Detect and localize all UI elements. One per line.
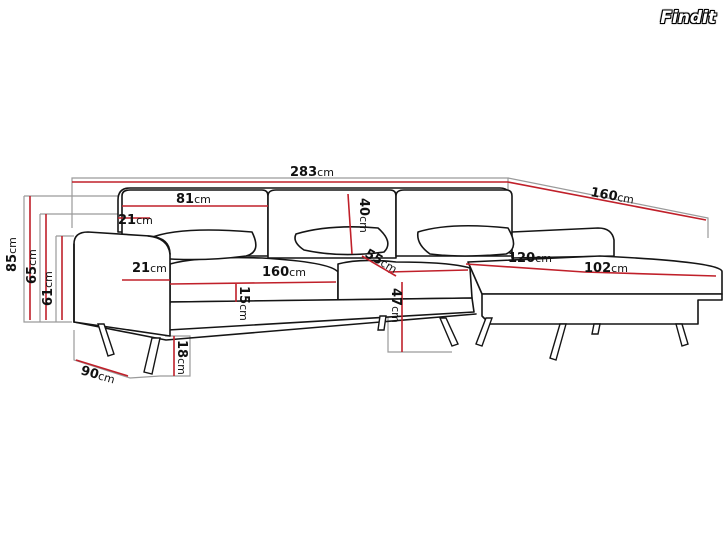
label-back-height: 65cm — [25, 249, 40, 284]
label-leg-height: 18cm — [174, 340, 189, 375]
leg-chaise-back — [475, 317, 493, 347]
line-90 — [75, 359, 129, 377]
label-total-depth: 90cm — [79, 363, 117, 387]
label-total-height: 85cm — [5, 237, 20, 272]
dimension-lines — [29, 181, 717, 377]
guide-total-depth — [73, 330, 131, 379]
label-back-cushion-width: 81cm — [176, 192, 211, 207]
label-chaise-width: 102cm — [584, 261, 628, 276]
line-chaise-160 — [507, 181, 707, 221]
seat-cushion-right — [337, 259, 473, 301]
armrest-left-front — [73, 231, 171, 337]
chaise-back-arm — [511, 227, 615, 259]
line-120 — [465, 263, 585, 273]
chaise-base — [481, 293, 723, 325]
label-armrest-width: 21cm — [132, 261, 167, 276]
leg-front-left — [143, 337, 161, 375]
line-seat-160 — [169, 281, 337, 285]
leg-back-middle — [377, 315, 387, 331]
guide-leg-height — [160, 335, 191, 377]
label-seat-cushion-height: 15cm — [236, 286, 251, 321]
guide-depth-end — [129, 375, 161, 379]
label-armrest-thickness-top: 21cm — [118, 213, 153, 228]
label-chaise-length: 160cm — [589, 185, 635, 207]
label-seat-height: 47cm — [388, 288, 403, 323]
line-seat-front — [387, 269, 469, 273]
chaise-seat — [467, 255, 723, 295]
guide-chaise-length — [507, 177, 709, 238]
leg-chaise-front-left — [549, 323, 567, 361]
leg-chaise-front-right — [675, 323, 689, 347]
label-chaise-inner-length: 120cm — [508, 251, 552, 266]
label-seat-width: 160cm — [262, 265, 306, 280]
leg-back-left — [97, 323, 115, 357]
pillow-right — [416, 224, 515, 257]
brand-logo: Findit — [660, 8, 716, 28]
seat-cushion-left — [169, 256, 339, 303]
label-armrest-height: 61cm — [41, 271, 56, 306]
pillow-middle — [294, 226, 389, 256]
label-total-length: 283cm — [290, 165, 334, 180]
sofa-base — [167, 297, 475, 331]
leg-front-middle — [438, 317, 459, 347]
dimension-labels: 283cm 160cm 81cm 21cm 40cm 21cm 160cm 55… — [5, 165, 635, 387]
line-102 — [583, 271, 717, 277]
label-back-cushion-height: 40cm — [356, 198, 371, 233]
armrest-left-top — [147, 235, 171, 255]
leg-chaise-mid — [591, 323, 601, 335]
sofa-drawing — [73, 187, 723, 375]
line-40 — [347, 193, 353, 255]
